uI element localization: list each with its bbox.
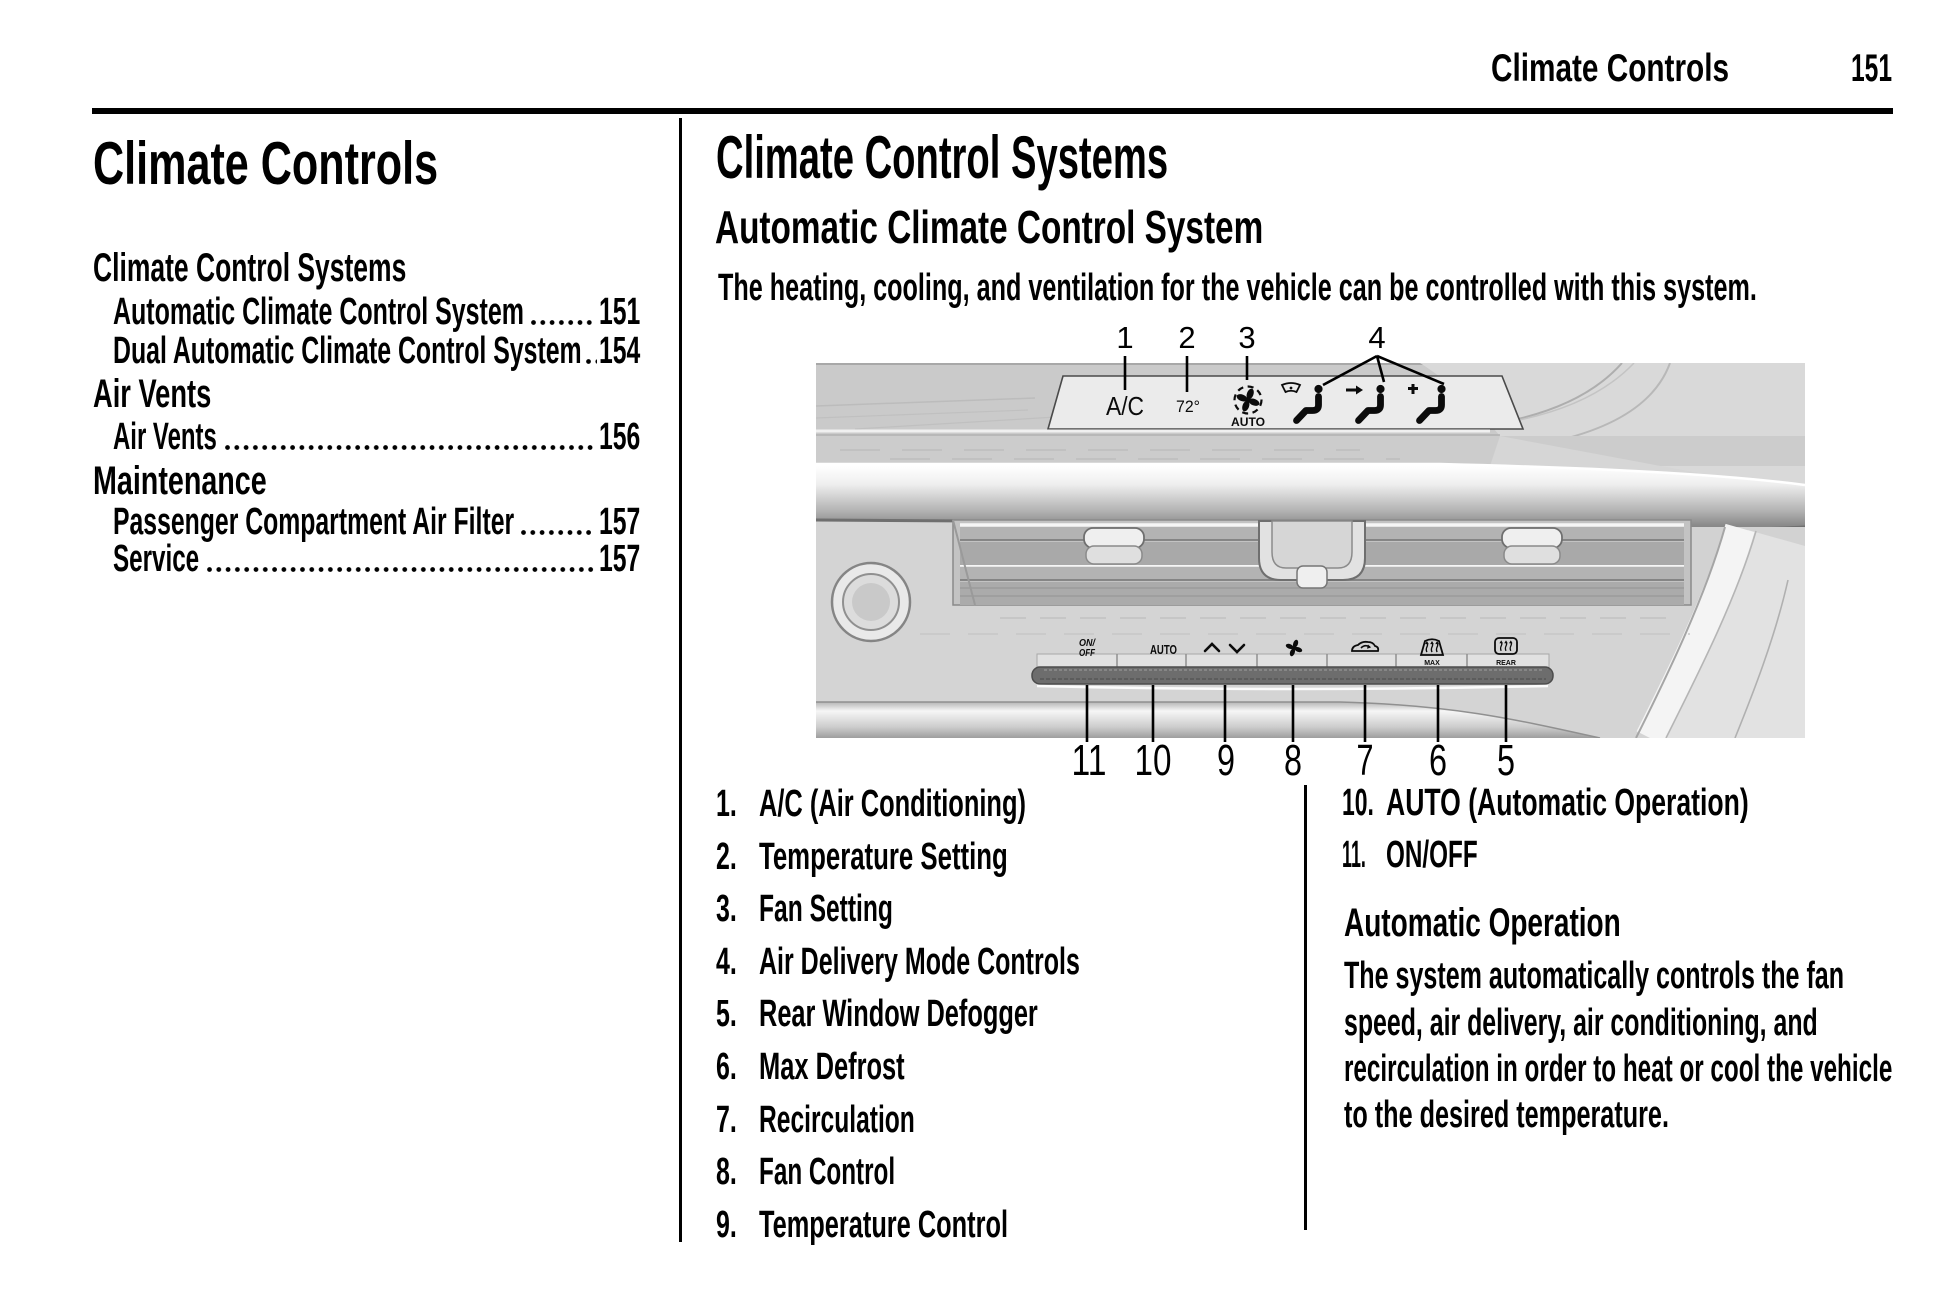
svg-text:A/C: A/C (1106, 391, 1144, 421)
svg-text:72°: 72° (1176, 397, 1200, 416)
svg-text:MAX: MAX (1424, 660, 1440, 667)
svg-text:3: 3 (1238, 320, 1255, 355)
svg-text:5: 5 (1497, 736, 1515, 785)
svg-text:AUTO: AUTO (1231, 415, 1265, 429)
svg-text:1: 1 (1116, 320, 1133, 355)
svg-text:8: 8 (1284, 736, 1302, 785)
svg-text:11: 11 (1072, 736, 1107, 785)
svg-text:2: 2 (1178, 320, 1195, 355)
svg-text:4: 4 (1368, 320, 1385, 355)
svg-text:ON/: ON/ (1079, 638, 1096, 649)
svg-text:AUTO: AUTO (1150, 642, 1177, 657)
svg-text:9: 9 (1217, 736, 1235, 785)
svg-text:OFF: OFF (1079, 648, 1096, 659)
svg-text:REAR: REAR (1496, 660, 1516, 667)
svg-text:7: 7 (1357, 736, 1374, 785)
svg-text:10: 10 (1135, 736, 1172, 785)
svg-text:6: 6 (1429, 736, 1447, 785)
